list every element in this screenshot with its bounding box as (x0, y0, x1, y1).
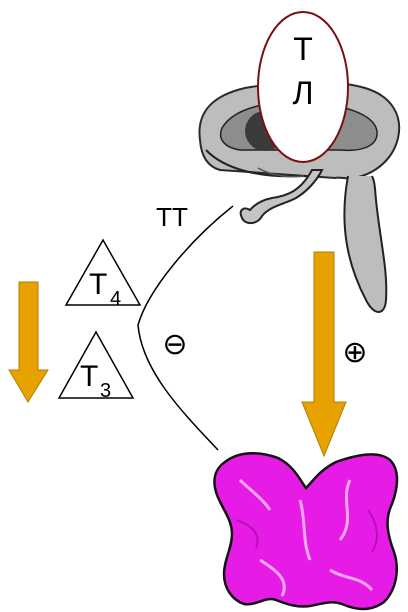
t3-subscript: 3 (100, 380, 111, 402)
t4-subscript: 4 (110, 288, 121, 310)
hypothalamus-label-line1: Т (293, 31, 313, 67)
positive-stimulation-sign: ⊕ (342, 336, 367, 369)
hypothalamus-label-line2: Л (293, 75, 314, 111)
pituitary-hormone-label: ТТ (156, 202, 188, 232)
t4-letter: Т (89, 268, 107, 301)
t3-letter: Т (80, 360, 98, 393)
left-down-arrow (9, 282, 48, 402)
right-down-arrow (302, 252, 346, 456)
negative-feedback-sign: ⊖ (162, 328, 187, 361)
thyroid-icon (214, 453, 397, 609)
